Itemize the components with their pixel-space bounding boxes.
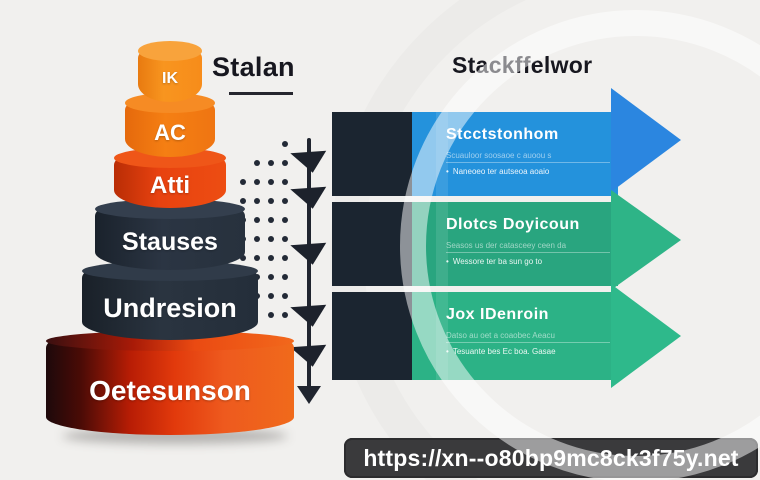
arrow-shaft [307, 138, 311, 390]
dot [254, 198, 260, 204]
tier-label: Oetesunson [89, 375, 251, 406]
process-row-line2: •Tesuante bes Ec boa. Gasae [446, 347, 610, 356]
pyramid-tier-4: Stauses [95, 199, 245, 270]
bar-fold-strip [436, 202, 448, 286]
dot [268, 293, 274, 299]
process-row-1-bar: Stcctstonhom Scuauloor soosaoe c auoou s… [412, 112, 618, 196]
dot [282, 236, 288, 242]
tier-top-cap [125, 93, 215, 113]
bullet-icon: • [446, 167, 449, 176]
process-row-2-bar: Dlotcs Doyicoun Seasos us der catasceey … [412, 202, 618, 286]
pyramid-tier-5: Undresion [82, 261, 258, 340]
process-row-line1: Scuauloor soosaoe c auoou s [446, 151, 610, 163]
process-row-title: Jox IDenroin [446, 306, 549, 323]
tier-label: Undresion [103, 293, 237, 323]
dot [254, 160, 260, 166]
dot [254, 236, 260, 242]
pyramid-tier-2: AC [125, 93, 215, 157]
process-row-3-square [332, 292, 412, 380]
process-row-line1: Datso au oet a coaobec Aeacu [446, 331, 610, 343]
dot [268, 255, 274, 261]
chevron-down-icon [290, 186, 328, 211]
dot [268, 179, 274, 185]
dot [240, 179, 246, 185]
tier-label: Atti [150, 172, 190, 199]
process-row-1-square [332, 112, 412, 196]
chevron-down-icon [290, 242, 328, 267]
process-row-title: Dlotcs Doyicoun [446, 216, 580, 233]
process-row-line2-text: Tesuante bes Ec boa. Gasae [452, 347, 556, 356]
dot [282, 274, 288, 280]
process-row-line2: •Wessore ter ba sun go to [446, 257, 610, 266]
bullet-icon: • [446, 347, 449, 356]
dot [268, 198, 274, 204]
process-row-line2: •Naneoeo ter autseoa aoaio [446, 167, 610, 176]
process-row-title: Stcctstonhom [446, 126, 559, 143]
dot [282, 217, 288, 223]
dot [254, 217, 260, 223]
dot [240, 255, 246, 261]
dot [268, 217, 274, 223]
process-row-line2-text: Naneoeo ter autseoa aoaio [452, 167, 550, 176]
dot [282, 179, 288, 185]
tier-label: IK [162, 70, 178, 87]
dot [282, 312, 288, 318]
process-row-text: Jox IDenroin Datso au oet a coaobec Aeac… [446, 306, 610, 356]
bullet-icon: • [446, 257, 449, 266]
vertical-flow-arrow [290, 138, 328, 404]
process-row-2-square [332, 202, 412, 286]
watermark-url-bar: https://xn--o80bp9mc8ck3f75y.net [344, 438, 758, 478]
dot [268, 160, 274, 166]
process-row-3-bar: Jox IDenroin Datso au oet a coaobec Aeac… [412, 292, 618, 380]
arrow-head-icon [297, 386, 321, 404]
chevron-down-icon [290, 304, 328, 329]
dot [254, 179, 260, 185]
process-row-line2-text: Wessore ter ba sun go to [452, 257, 543, 266]
pyramid-tier-1: IK [138, 41, 202, 102]
process-row-text: Dlotcs Doyicoun Seasos us der catasceey … [446, 216, 610, 266]
pyramid-tier-6: Oetesunson [46, 331, 294, 435]
watermark-url: https://xn--o80bp9mc8ck3f75y.net [363, 444, 739, 471]
tier-top-cap [138, 41, 202, 61]
tier-label: Stauses [122, 228, 218, 256]
process-section-title: Stackffelwor [452, 52, 593, 78]
dot [282, 293, 288, 299]
chevron-down-icon [290, 344, 328, 369]
title-underline [229, 92, 293, 95]
process-row-1-arrowhead-icon [611, 88, 681, 192]
pyramid-section-title: Stalan [212, 52, 295, 82]
tier-label: AC [154, 120, 186, 145]
dot [254, 255, 260, 261]
bar-fold-strip [436, 112, 448, 196]
process-row-text: Stcctstonhom Scuauloor soosaoe c auoou s… [446, 126, 610, 176]
dot [268, 274, 274, 280]
tier-top-cap [46, 331, 294, 351]
dot [268, 236, 274, 242]
process-row-2-arrowhead-icon [611, 190, 681, 290]
pyramid-tier-3: Atti [114, 148, 226, 208]
chevron-down-icon [290, 150, 328, 175]
bar-fold-strip [436, 292, 448, 380]
dot [240, 198, 246, 204]
dot [282, 141, 288, 147]
dot [268, 312, 274, 318]
process-row-line1: Seasos us der catasceey ceen da [446, 241, 610, 253]
dot [282, 160, 288, 166]
process-row-3-arrowhead-icon [611, 284, 681, 388]
dot [282, 198, 288, 204]
tier-top-cap [95, 199, 245, 219]
dot [282, 255, 288, 261]
